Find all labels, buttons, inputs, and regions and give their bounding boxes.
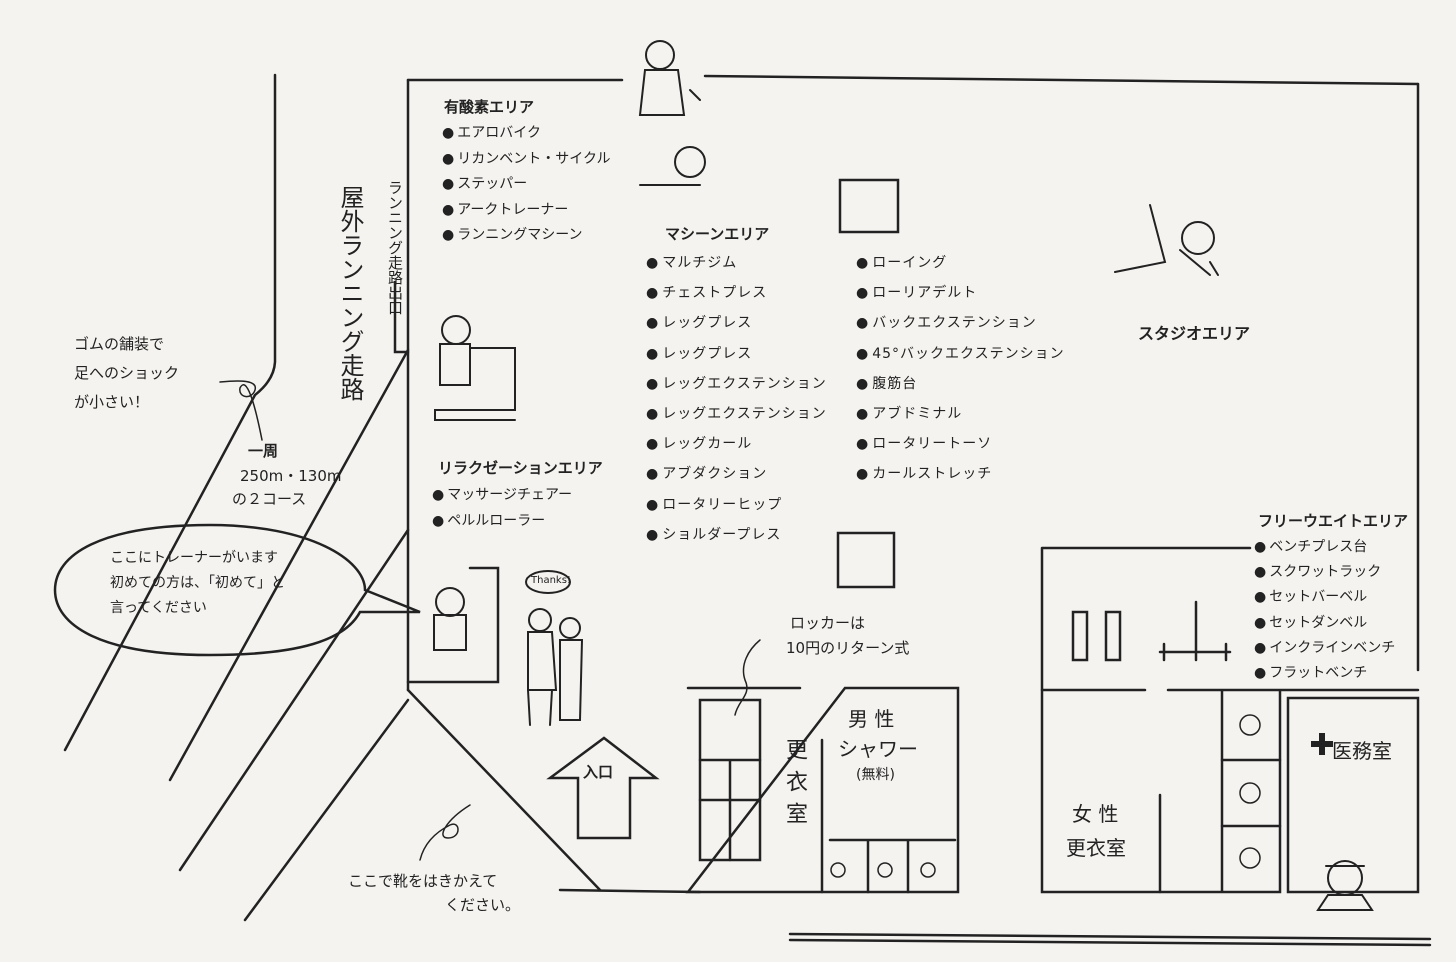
- outdoor-track-title: 屋外ランニング走路: [336, 185, 364, 401]
- locker-note-line1: ロッカーは: [790, 614, 866, 632]
- womens-room-walls: [1040, 688, 1420, 894]
- trainer-desk: [406, 566, 500, 684]
- medical-cross-icon: [1311, 733, 1333, 755]
- relaxation-item: ペルルローラー: [432, 508, 572, 534]
- diagonal-front-wall: [406, 688, 602, 892]
- free-weight-walls: [1040, 546, 1252, 692]
- track-exit-label: ランニング走路出口: [386, 180, 404, 315]
- entrance-label: 入口: [583, 763, 614, 781]
- machine-item: ショルダープレス: [646, 520, 827, 550]
- pointer-line-surface: [219, 380, 263, 441]
- relaxation-area-title: リラクゼーションエリア: [438, 459, 603, 477]
- shoe-note-line1: ここで靴をはきかえて: [348, 872, 498, 890]
- pillar-top: [838, 178, 900, 234]
- mens-shower-label-line2: シャワー: [838, 737, 918, 761]
- medical-room-label: 医務室: [1332, 739, 1392, 763]
- mens-shower-label-line1: 男 性: [848, 707, 895, 731]
- cycling-figure: [638, 40, 706, 186]
- free-weight-area-list: ベンチプレス台 スクワットラック セットバーベル セットダンベル インクラインベ…: [1254, 535, 1395, 686]
- lap-label: 一周: [248, 442, 279, 460]
- free-weight-area-title: フリーウエイトエリア: [1258, 512, 1409, 530]
- free-weight-item: スクワットラック: [1254, 560, 1395, 585]
- locker-unit-shelves: [698, 758, 762, 862]
- stepper-figure: [434, 315, 516, 421]
- track-line-4: [243, 698, 410, 922]
- medical-room-walls: [1286, 696, 1420, 894]
- free-weight-item: ベンチプレス台: [1254, 535, 1395, 560]
- machine-item: アブドミナル: [856, 399, 1065, 429]
- cardio-item: ランニングマシーン: [442, 223, 611, 249]
- womens-room-label-line2: 更衣室: [1066, 836, 1126, 860]
- track-line-3: [178, 528, 410, 872]
- trainer-speech: Thanks!: [531, 575, 571, 586]
- free-weight-item: セットダンベル: [1254, 611, 1395, 636]
- machine-item: レッグエクステンション: [646, 369, 827, 399]
- womens-room-label-line1: 女 性: [1072, 802, 1119, 826]
- machine-item: レッグエクステンション: [646, 399, 827, 429]
- pillar-bottom: [836, 531, 896, 589]
- entrance-arrow: [546, 736, 660, 840]
- machine-item: ロータリーヒップ: [646, 490, 827, 520]
- machine-area-list-right: ローイング ローリアデルト バックエクステンション 45°バックエクステンション…: [856, 248, 1065, 490]
- free-weight-item: セットバーベル: [1254, 585, 1395, 610]
- cardio-item: ステッパー: [442, 172, 611, 198]
- studio-figure: [1114, 204, 1219, 276]
- mens-locker-label: 更衣室: [782, 738, 807, 834]
- mens-shower-stalls: [828, 838, 957, 894]
- free-weight-item: インクラインベンチ: [1254, 636, 1395, 661]
- machine-item: ローリアデルト: [856, 278, 1065, 308]
- relaxation-item: マッサージチェアー: [432, 482, 572, 508]
- machine-item: レッグカール: [646, 429, 827, 459]
- machine-area-title: マシーンエリア: [665, 225, 770, 243]
- machine-area-list-left: マルチジム チェストプレス レッグプレス レッグプレス レッグエクステンション …: [646, 248, 827, 550]
- locker-note-line2: 10円のリターン式: [786, 639, 910, 657]
- surface-note-line1: ゴムの舗装で: [74, 335, 165, 353]
- building-wall-bottom: [558, 888, 702, 894]
- machine-item: ロータリートーソ: [856, 429, 1065, 459]
- machine-item: ローイング: [856, 248, 1065, 278]
- cardio-item: リカンベント・サイクル: [442, 147, 610, 173]
- machine-item: 腹筋台: [856, 369, 1065, 399]
- machine-item: チェストプレス: [646, 278, 827, 308]
- cardio-area-list: エアロバイク リカンベント・サイクル ステッパー アークトレーナー ランニングマ…: [442, 121, 611, 249]
- machine-item: レッグプレス: [646, 308, 827, 338]
- surface-note-line2: 足へのショック: [74, 364, 180, 382]
- machine-item: 45°バックエクステンション: [856, 339, 1065, 369]
- mens-room-walls: [685, 686, 960, 894]
- visitor-figures: [525, 570, 584, 726]
- surface-note-line3: が小さい！: [74, 393, 150, 411]
- relaxation-area-list: マッサージチェアー ペルルローラー: [432, 482, 572, 534]
- building-base-line: [788, 932, 1432, 947]
- machine-item: カールストレッチ: [856, 459, 1065, 489]
- pointer-line-shoes: [419, 804, 471, 861]
- bubble-line1: ここにトレーナーがいます: [110, 550, 278, 566]
- trainer-bubble: [53, 523, 421, 657]
- track-exit-door: [393, 280, 410, 354]
- cardio-item: エアロバイク: [442, 121, 611, 147]
- shoe-note-line2: ください。: [445, 896, 521, 914]
- machine-item: レッグプレス: [646, 339, 827, 369]
- lap-course-1: 250m・130m: [240, 467, 342, 485]
- bench-press-rack-icons: [1071, 600, 1232, 662]
- lap-course-2: の２コース: [232, 490, 307, 508]
- bubble-line2: 初めての方は、「初めて」と: [110, 575, 285, 591]
- studio-area-title: スタジオエリア: [1138, 324, 1251, 343]
- pointer-line-locker: [734, 639, 761, 716]
- machine-item: マルチジム: [646, 248, 827, 278]
- nurse-figure: [1316, 860, 1374, 911]
- building-wall-top: [406, 74, 1420, 86]
- cardio-item: アークトレーナー: [442, 198, 611, 224]
- track-line-1: [63, 73, 277, 752]
- bubble-line3: 言ってください: [110, 600, 207, 616]
- trainer-figure: [433, 587, 467, 651]
- cardio-area-title: 有酸素エリア: [444, 98, 535, 116]
- track-line-2: [168, 348, 410, 782]
- shower-heads: [830, 714, 1261, 878]
- free-weight-item: フラットベンチ: [1254, 661, 1395, 686]
- machine-item: バックエクステンション: [856, 308, 1065, 338]
- machine-item: アブダクション: [646, 459, 827, 489]
- mens-shower-label-line3: (無料): [856, 767, 895, 783]
- womens-shower-stalls: [1220, 758, 1282, 828]
